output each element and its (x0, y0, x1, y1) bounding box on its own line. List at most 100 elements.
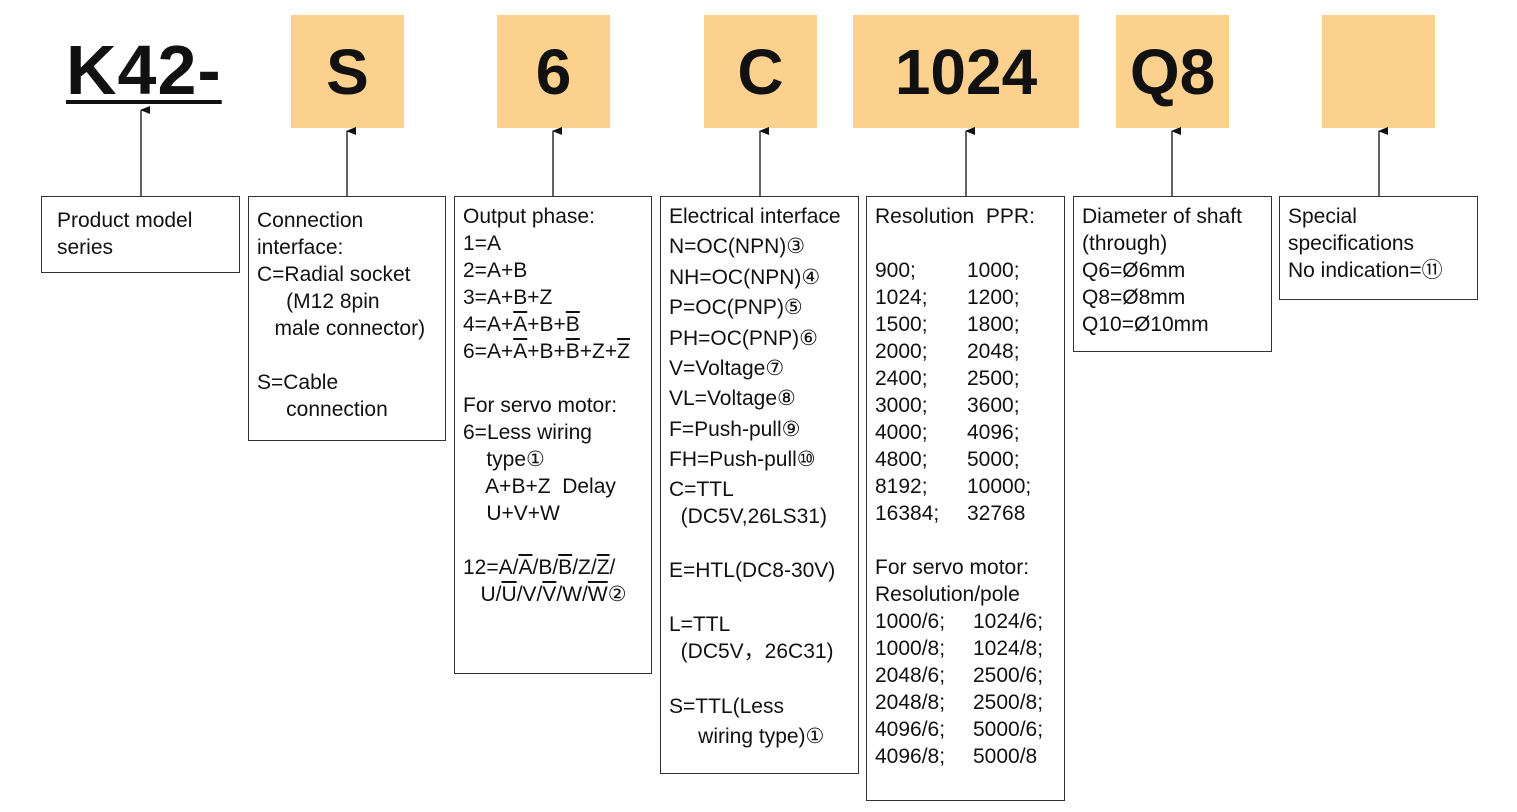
model-prefix: K42- (66, 31, 222, 109)
servo-row: 2048/6; 2500/6; (875, 662, 1058, 689)
series-line: series (57, 236, 114, 259)
ppr-row-value: 4096; (967, 421, 1020, 444)
ppr-row-value: 1000; (967, 259, 1020, 282)
electrical-line: (DC5V,26LS31) (669, 504, 827, 528)
connection-line (257, 342, 439, 369)
output-phase-line: U+V+W (463, 502, 560, 525)
ppr-row: 8192; 10000; (875, 473, 1058, 500)
servo-row-value: 4096/8; (875, 745, 946, 768)
connection-line: connection (257, 398, 388, 421)
electrical-line: S=TTL(Less (669, 694, 784, 718)
connection-interface-box: Connection interface: C=Radial socket (M… (248, 196, 446, 441)
electrical-line: L=TTL (669, 612, 731, 636)
code-box-electrical: C (704, 15, 817, 128)
ppr-row-value: 16384; (875, 502, 940, 525)
connection-line: S=Cable (257, 371, 339, 394)
servo-row: 1000/6;1024/6; (875, 608, 1058, 635)
output-phase-line: 12=A/A/B/B/Z/Z/ (463, 556, 616, 579)
servo-row-value: 5000/8 (973, 745, 1038, 768)
output-phase-line: U/U/V/V/W/W② (463, 583, 627, 606)
electrical-line: NH=OC(NPN)④ (669, 265, 821, 289)
ppr-row: 1024; 1200; (875, 284, 1058, 311)
ppr-row-value: 1024; (875, 286, 928, 309)
servo-row-value: 1000/8; (875, 637, 946, 660)
ppr-row-value: 10000; (967, 475, 1032, 498)
electrical-line: Electrical interface (669, 205, 841, 228)
output-phase-line: A+B+Z Delay (463, 475, 616, 498)
ppr-row-value: 2048; (967, 340, 1020, 363)
connection-line: (M12 8pin (257, 290, 380, 313)
shaft-line: (through) (1082, 232, 1168, 255)
output-phase-line: For servo motor: (463, 394, 618, 417)
electrical-line: P=OC(PNP)⑤ (669, 296, 803, 320)
ppr-row: 4800;5000; (875, 446, 1058, 473)
ppr-row-value: 32768 (967, 502, 1026, 525)
servo-row-value: 2048/6; (875, 664, 946, 687)
code-box-shaft: Q8 (1116, 15, 1229, 128)
ppr-row-value: 3600; (967, 394, 1020, 417)
electrical-line: wiring type)① (669, 724, 825, 748)
ppr-row-value: 1200; (967, 286, 1020, 309)
ppr-row: 4000; 4096; (875, 419, 1058, 446)
servo-list: 1000/6;1024/6;1000/8;1024/8;2048/6;2500/… (875, 608, 1058, 770)
servo-row-value: 2048/8; (875, 691, 946, 714)
output-phase-line: 6=Less wiring (463, 421, 592, 444)
electrical-line: E=HTL(DC8-30V) (669, 558, 836, 582)
shaft-line: Q8=Ø8mm (1082, 286, 1186, 309)
connection-line: interface: (257, 236, 344, 259)
output-phase-line (463, 527, 645, 554)
servo-header: For servo motor: (875, 556, 1030, 579)
ppr-row: 2400;2500; (875, 365, 1058, 392)
electrical-line: (DC5V，26C31) (669, 639, 834, 663)
code-box-connection: S (291, 15, 404, 128)
special-box: Special specifications No indication=⑪ (1279, 196, 1478, 300)
electrical-line (669, 530, 852, 557)
shaft-line: Diameter of shaft (1082, 205, 1242, 228)
shaft-line: Q10=Ø10mm (1082, 313, 1209, 336)
special-line: Special (1288, 205, 1357, 228)
output-phase-line: 1=A (463, 232, 501, 255)
ppr-row-value: 8192; (875, 475, 928, 498)
servo-row-value: 2500/6; (973, 664, 1044, 687)
ppr-row-value: 4000; (875, 421, 928, 444)
output-phase-line (463, 365, 645, 392)
series-line: Product model (57, 209, 193, 232)
servo-row-value: 5000/6; (973, 718, 1044, 741)
special-line: No indication=⑪ (1288, 259, 1443, 282)
output-phase-line: 4=A+A+B+B (463, 313, 580, 336)
ppr-row-value: 3000; (875, 394, 928, 417)
servo-row: 4096/6;5000/6; (875, 716, 1058, 743)
resolution-spacer (875, 230, 1058, 257)
electrical-line: FH=Push-pull⑩ (669, 448, 816, 472)
ppr-row: 16384; 32768 (875, 500, 1058, 527)
electrical-line (669, 665, 852, 692)
servo-row: 2048/8;2500/8; (875, 689, 1058, 716)
resolution-header: Resolution PPR: (875, 205, 1035, 228)
special-line: specifications (1288, 232, 1415, 255)
ppr-list: 900;1000;1024;1200;1500;1800;2000;2048;2… (875, 257, 1058, 527)
ppr-row: 3000; 3600; (875, 392, 1058, 419)
output-phase-line: Output phase: (463, 205, 595, 228)
output-phase-line: 6=A+A+B+B+Z+Z (463, 340, 630, 363)
shaft-line: Q6=Ø6mm (1082, 259, 1186, 282)
servo-row-value: 1000/6; (875, 610, 946, 633)
code-box-output-phase: 6 (497, 15, 610, 128)
ppr-row-value: 2500; (967, 367, 1020, 390)
connection-line: male connector) (257, 317, 426, 340)
code-box-special (1322, 15, 1435, 128)
product-series-box: Product model series (41, 196, 240, 273)
ppr-row: 1500;1800; (875, 311, 1058, 338)
ppr-row: 2000; 2048; (875, 338, 1058, 365)
ppr-row-value: 5000; (967, 448, 1020, 471)
electrical-line: C=TTL (669, 477, 734, 501)
shaft-box: Diameter of shaft (through) Q6=Ø6mm Q8=Ø… (1073, 196, 1272, 352)
ppr-row-value: 2000; (875, 340, 928, 363)
ppr-row-value: 1800; (967, 313, 1020, 336)
electrical-line: VL=Voltage⑧ (669, 387, 796, 411)
electrical-line: V=Voltage⑦ (669, 356, 785, 380)
resolution-spacer (875, 527, 1058, 554)
ppr-row: 900;1000; (875, 257, 1058, 284)
output-phase-box: Output phase: 1=A 2=A+B 3=A+B+Z 4=A+A+B+… (454, 196, 652, 674)
output-phase-line: type① (463, 448, 545, 471)
